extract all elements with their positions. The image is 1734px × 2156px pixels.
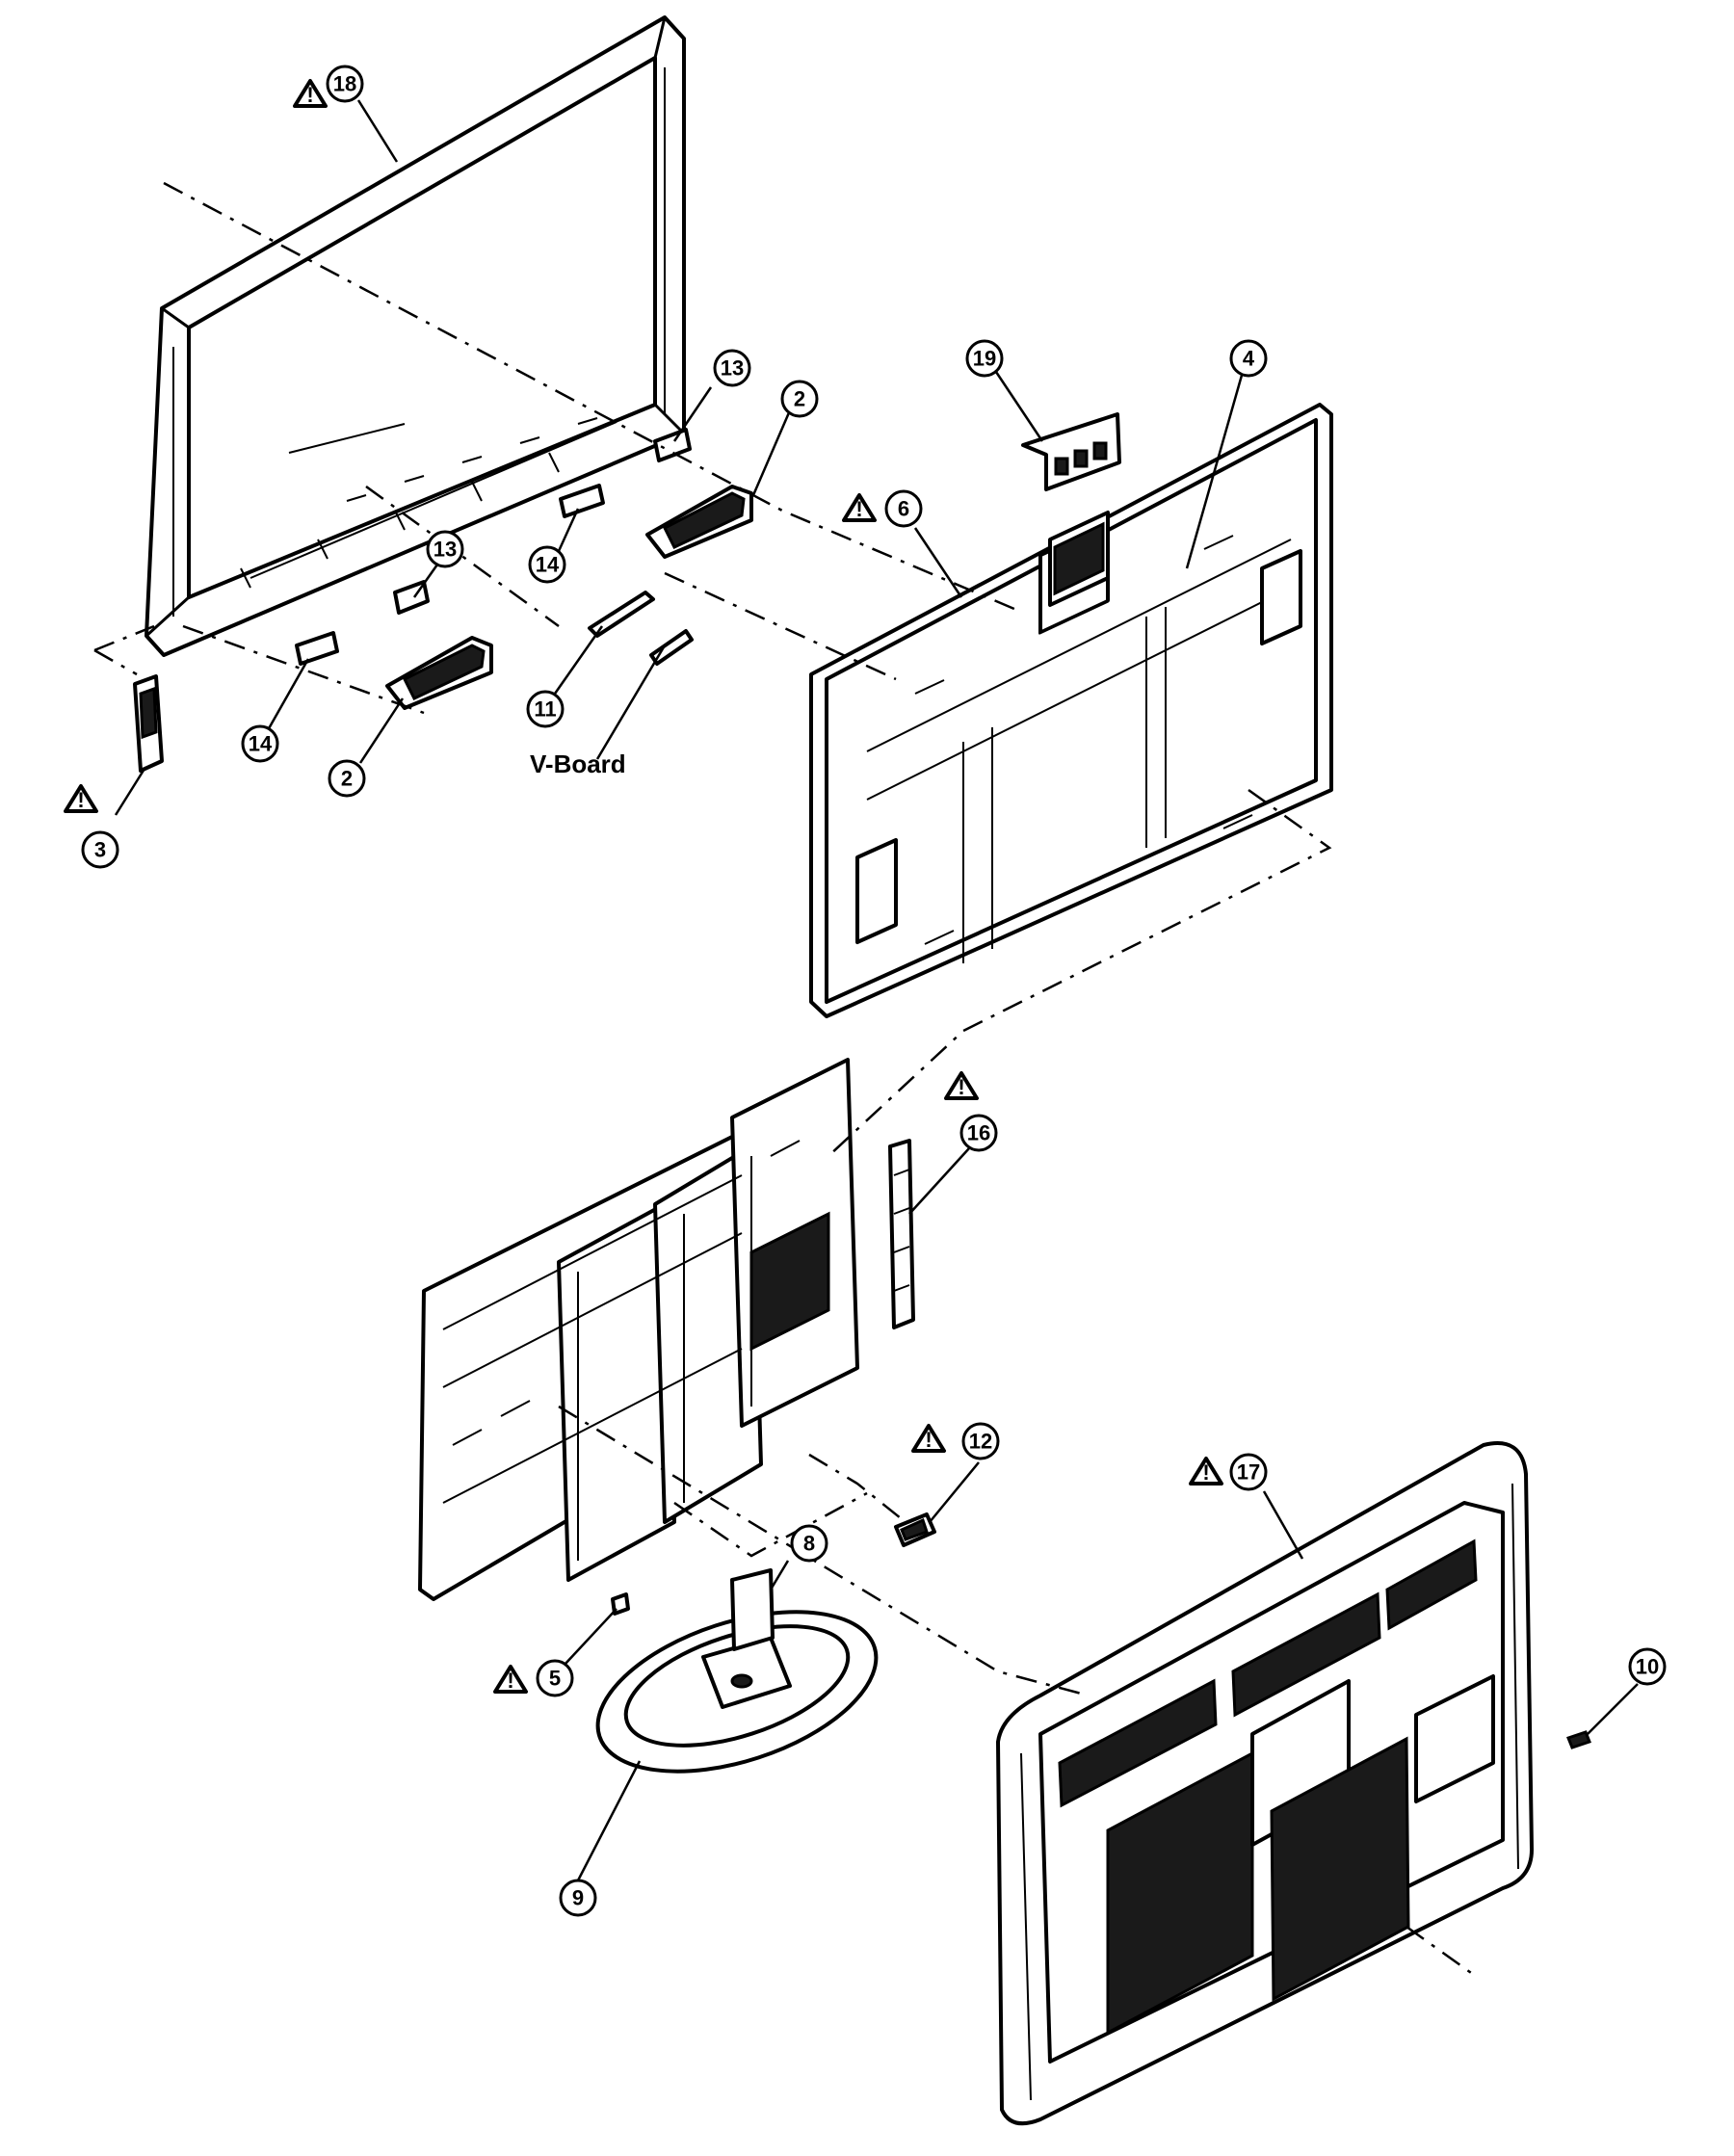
callout-14-lower: 14 — [241, 724, 279, 763]
front-bezel-frame — [144, 15, 686, 657]
callout-11: 11 — [526, 690, 565, 728]
callout-number: 13 — [434, 538, 457, 562]
callout-number: 13 — [721, 356, 744, 381]
callout-number: 17 — [1237, 1460, 1260, 1485]
warning-icon — [944, 1071, 979, 1100]
rear-cover-17 — [996, 1441, 1534, 2126]
warning-icon — [64, 784, 98, 813]
callout-2-lower: 2 — [328, 759, 366, 798]
callout-13-lower: 13 — [426, 530, 464, 568]
warning-mark: ! — [925, 1428, 932, 1452]
callout-16: ! 16 — [944, 1071, 998, 1152]
callout-number: 14 — [536, 553, 560, 577]
warning-mark: ! — [855, 497, 862, 521]
callout-number: 9 — [572, 1886, 584, 1910]
warning-icon — [842, 493, 877, 522]
callout-8: 8 — [790, 1524, 828, 1563]
warning-icon — [1189, 1457, 1223, 1486]
callout-number: 12 — [969, 1430, 992, 1454]
callout-3: ! 3 — [64, 784, 119, 869]
plasma-panel-6 — [809, 403, 1333, 1018]
callout-number: 4 — [1243, 347, 1255, 371]
warning-mark: ! — [958, 1075, 964, 1099]
callout-5: ! 5 — [493, 1659, 574, 1697]
assembly-lines — [93, 181, 1475, 1977]
callout-9: 9 — [559, 1879, 597, 1917]
bracket-14-lower — [295, 631, 339, 666]
warning-mark: ! — [1202, 1460, 1209, 1485]
callout-number: 16 — [967, 1121, 990, 1145]
warning-mark: ! — [306, 83, 313, 107]
switch-block-3 — [133, 674, 164, 773]
callout-number: 2 — [341, 767, 353, 791]
callout-10: 10 — [1628, 1647, 1667, 1686]
callout-2-upper: 2 — [780, 380, 819, 418]
callout-number: 14 — [249, 732, 273, 756]
warning-icon — [911, 1424, 946, 1453]
warning-mark: ! — [507, 1669, 513, 1693]
board-19 — [1021, 412, 1121, 491]
speaker-left — [385, 636, 493, 710]
callout-12: ! 12 — [911, 1422, 1000, 1460]
v-board-label: V-Board — [530, 749, 626, 778]
pedestal-stand — [595, 1568, 879, 1774]
speaker-right — [645, 485, 753, 559]
callout-19: 19 — [965, 339, 1004, 378]
callout-number: 5 — [549, 1667, 561, 1691]
warning-icon — [293, 79, 328, 108]
part-12 — [894, 1512, 936, 1547]
v-board-text: V-Board — [530, 749, 626, 778]
callout-number: 11 — [534, 697, 556, 722]
callout-6: ! 6 — [842, 489, 923, 528]
warning-icon — [493, 1665, 528, 1694]
callout-13-upper: 13 — [713, 349, 751, 387]
callout-number: 8 — [803, 1532, 815, 1556]
callout-number: 6 — [898, 497, 909, 521]
bracket-14-upper — [559, 484, 605, 518]
callout-number: 19 — [973, 347, 996, 371]
leader-lines — [114, 99, 1639, 1881]
callout-number: 10 — [1636, 1655, 1659, 1679]
bracket-13-upper — [653, 428, 692, 462]
callout-17: ! 17 — [1189, 1453, 1268, 1491]
chassis-boards — [418, 1058, 859, 1601]
callout-4: 4 — [1229, 339, 1268, 378]
screw-10 — [1566, 1730, 1591, 1749]
callout-number: 2 — [794, 387, 805, 411]
callout-number: 3 — [94, 838, 106, 862]
callout-14-upper: 14 — [528, 545, 566, 584]
warning-mark: ! — [77, 788, 84, 812]
bracket-11 — [588, 591, 655, 638]
callout-18: ! 18 — [293, 65, 364, 108]
side-bar-16 — [888, 1139, 915, 1329]
callout-number: 18 — [333, 72, 356, 96]
